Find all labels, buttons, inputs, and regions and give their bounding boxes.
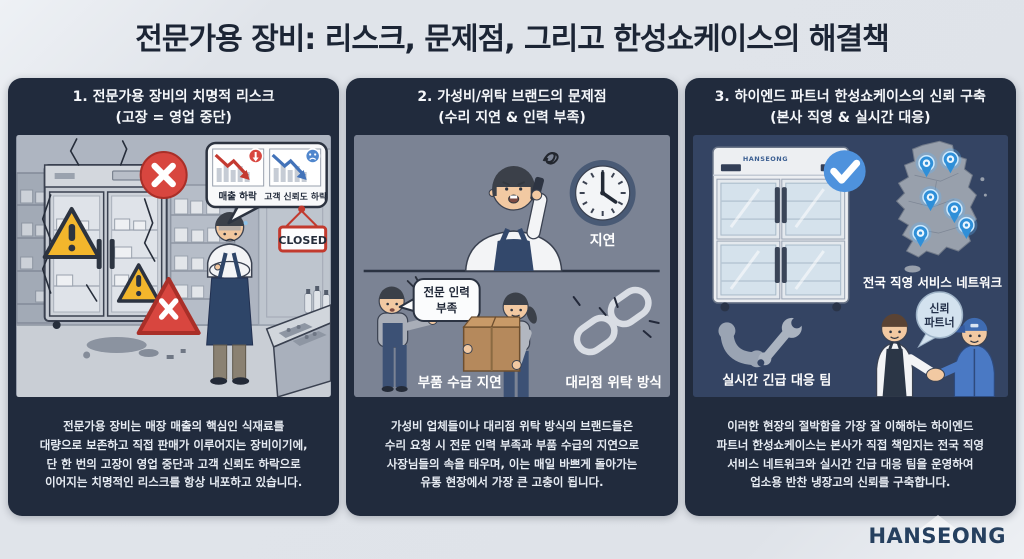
korea-map [895,140,987,273]
delay-label: 지연 [590,233,616,249]
risk-illustration: 매출 하락 고객 신뢰도 하락 CLOSED [16,135,332,397]
panel-problems-header: 2. 가성비/위탁 브랜드의 문제점 (수리 지연 & 인력 부족) [346,78,677,135]
broken-chain-icon [572,286,660,356]
panel-risk-header: 1. 전문가용 장비의 치명적 리스크 (고장 = 영업 중단) [8,78,339,135]
panel-problems-header-line2: (수리 지연 & 인력 부족) [438,110,586,126]
trust-decline-chart [269,148,322,187]
trust-decline-label: 고객 신뢰도 하락 [264,191,327,203]
problems-illustration: 지연 [354,135,670,397]
parts-delay-label: 부품 수급 지연 [418,375,502,391]
staff-shortage-line2: 부족 [436,301,458,315]
panel-solution-header: 3. 하이엔드 파트너 한성쇼케이스의 신뢰 구축 (본사 직영 & 실시간 대… [685,78,1016,135]
spill-puddle [83,337,186,359]
handshake-hands [925,367,945,382]
display-case [265,286,332,397]
red-warning-triangle-icon [136,277,201,335]
hanseong-fridge: HANSEONG [711,146,850,312]
panel-solution-header-line1: 3. 하이엔드 파트너 한성쇼케이스의 신뢰 구축 [714,89,986,105]
fridge-brand-label: HANSEONG [743,155,788,163]
risk-scene: 매출 하락 고객 신뢰도 하락 CLOSED [16,135,332,397]
panel-risk-header-line1: 1. 전문가용 장비의 치명적 리스크 [72,89,275,105]
sales-decline-label: 매출 하락 [219,191,258,203]
warning-triangle-icon [42,207,101,259]
page-title: 전문가용 장비: 리스크, 문제점, 그리고 한성쇼케이스의 해결책 [135,22,889,57]
worker-with-box [462,292,538,397]
solution-illustration: HANSEONG [692,135,1008,397]
trust-partner-line2: 파트너 [924,315,954,329]
clock-icon [569,160,636,226]
panel-problems-header-line1: 2. 가성비/위탁 브랜드의 문제점 [417,89,607,105]
consignment-label: 대리점 위탁 방식 [566,374,662,391]
sales-decline-chart [212,148,265,187]
panel-risk-body-text: 전문가용 장비는 매장 매출의 핵심인 식재료를 대량으로 보존하고 직접 판매… [39,419,308,490]
corner-watermark [904,515,972,541]
panel-risk-header-line2: (고장 = 영업 중단) [115,110,232,126]
panel-problems-body-text: 가성비 업체들이나 대리점 위탁 방식의 브랜드들은 수리 요청 시 전문 인력… [384,419,640,490]
trust-partner-bubble: 신뢰 파트너 [915,291,963,349]
closed-sign: CLOSED [278,205,328,253]
wrench-icon [757,317,802,367]
trust-partner-line1: 신뢰 [929,301,949,315]
store-owner [206,212,254,385]
team-label: 실시간 긴급 대응 팀 [722,373,831,389]
problems-scene: 지연 [355,135,668,397]
staff-shortage-line1: 전문 인력 [424,285,470,299]
solution-scene: HANSEONG [692,135,1008,397]
panel-solution-header-line2: (본사 직영 & 실시간 대응) [770,110,931,126]
cardboard-box [462,316,521,372]
frustration-scribble-icon [543,151,559,165]
error-x-icon [139,151,188,199]
staff-shortage-bubble: 전문 인력 부족 [398,278,481,322]
check-icon [823,150,866,193]
service-pins [909,148,978,248]
closed-sign-label: CLOSED [278,234,327,247]
decline-charts-bubble: 매출 하락 고객 신뢰도 하락 [205,141,328,225]
panels: 1. 전문가용 장비의 치명적 리스크 (고장 = 영업 중단) [8,78,1016,516]
panel-risk: 1. 전문가용 장비의 치명적 리스크 (고장 = 영업 중단) [8,78,340,516]
brand-logo: HANSEONG [868,524,1006,548]
network-label: 전국 직영 서비스 네트워크 [863,275,1003,290]
warning-triangle-small-icon [116,263,161,303]
fridge-doors [716,178,845,300]
panel-solution: 3. 하이엔드 파트너 한성쇼케이스의 신뢰 구축 (본사 직영 & 실시간 대… [684,78,1016,516]
panel-problems: 2. 가성비/위탁 브랜드의 문제점 (수리 지연 & 인력 부족) [346,78,678,516]
panel-solution-body-text: 이러한 현장의 절박함을 가장 잘 이해하는 하이엔드 파트너 한성쇼케이스는 … [716,419,984,490]
owner-on-phone [465,151,563,272]
handshake-scene: 신뢰 파트너 [875,291,995,397]
